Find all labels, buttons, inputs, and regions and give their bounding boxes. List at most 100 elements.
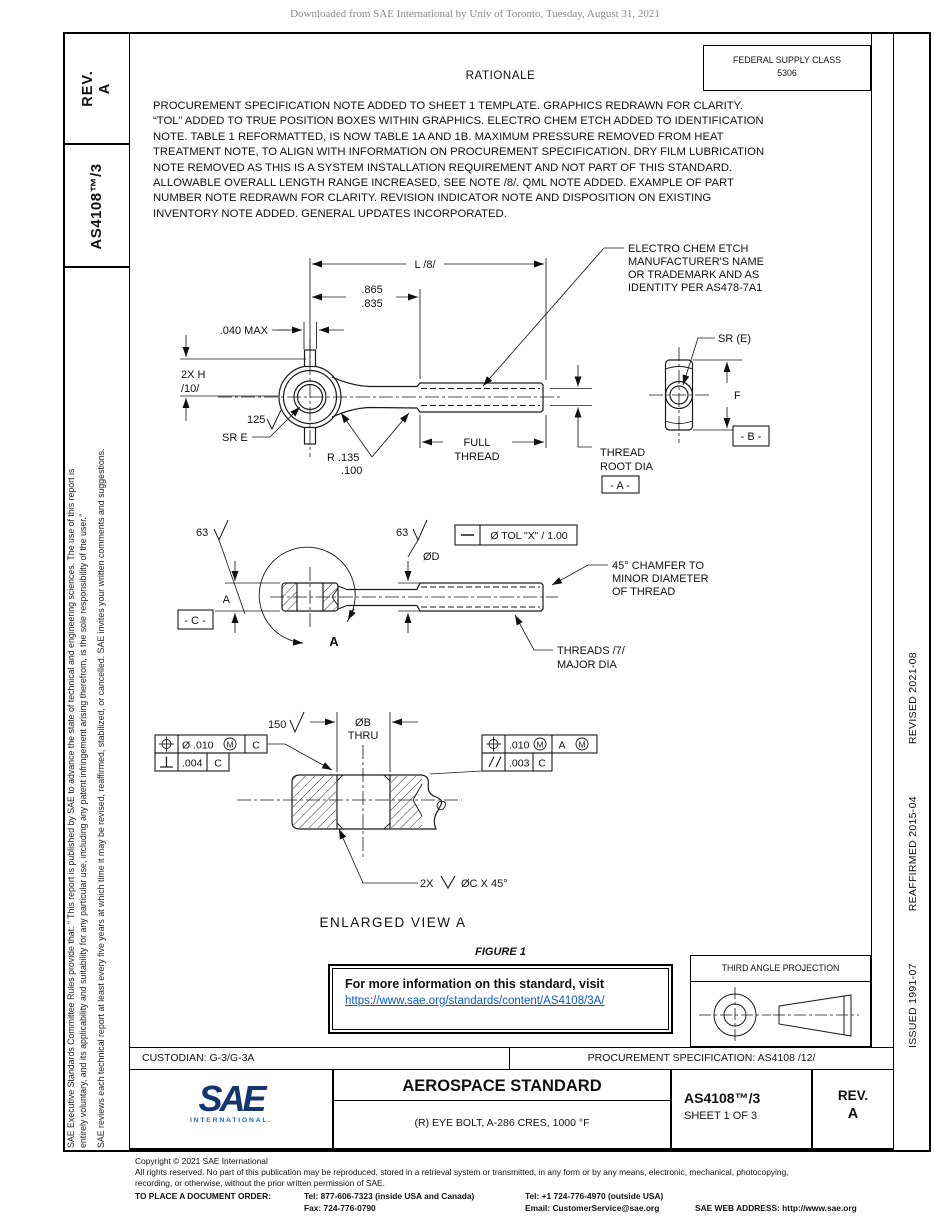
chamfer-note-3: OF THREAD: [612, 586, 675, 598]
view2-dimensions: [213, 519, 608, 651]
view3-dimensions: [267, 711, 483, 890]
left-margin-divider: [129, 32, 130, 1152]
procurement-cell: PROCUREMENT SPECIFICATION: AS4108 /12/: [587, 1052, 816, 1064]
radius-100: .100: [341, 465, 362, 477]
figure-1-drawing: L /8/ .865 .835 .040 MAX 2X H /10/ 125 S…: [154, 243, 770, 930]
rev-value: A: [96, 82, 113, 95]
view3-enlarged: [291, 774, 446, 830]
fcf-perpendicularity: .004 C: [154, 752, 230, 772]
finish-63-right: 63: [396, 527, 408, 539]
view-a-arrow-label: A: [329, 634, 339, 649]
dim-865: .865: [361, 284, 382, 296]
fcf-pos-r-value: .010: [509, 740, 530, 752]
sr-e-label: SR E: [222, 432, 248, 444]
fsc-label: FEDERAL SUPPLY CLASS: [733, 55, 841, 65]
standard-link[interactable]: https://www.sae.org/standards/content/AS…: [345, 995, 605, 1007]
chamfer-v-icon: [440, 875, 456, 890]
fcf-pos-l-datum: C: [252, 740, 260, 752]
issued-date: ISSUED 1991-07: [907, 963, 919, 1048]
ece-note-2: MANUFACTURER'S NAME: [628, 256, 764, 268]
fcf-pos-r-datum: A: [558, 740, 565, 752]
dim-835: .835: [361, 298, 382, 310]
doc-number-vertical: AS4108™/3: [88, 163, 105, 250]
document-type-title: AEROSPACE STANDARD: [334, 1070, 670, 1101]
doc-number-box: AS4108™/3: [63, 145, 130, 268]
tel-us: Tel: 877-606-7323 (inside USA and Canada…: [304, 1191, 475, 1201]
dim-2xh: 2X H: [181, 369, 206, 381]
datum-b-box: - B -: [732, 425, 770, 447]
sae-logo-text: SAE: [198, 1078, 266, 1119]
fcf-perp-value: .004: [182, 758, 203, 770]
figure-caption: FIGURE 1: [475, 946, 526, 958]
dim-a: A: [223, 594, 231, 606]
parallelism-icon: [488, 756, 502, 768]
rationale-body: PROCUREMENT SPECIFICATION NOTE ADDED TO …: [153, 100, 765, 220]
rev-box: REV. A: [63, 32, 130, 145]
callout-oc-45: ØC X 45°: [461, 878, 508, 890]
info-text: For more information on this standard, v…: [345, 977, 605, 991]
view2-labels: 63 63 A ØD A 45° CHAMFER TO MINOR DIAMET…: [196, 527, 709, 671]
perpendicularity-icon: [160, 756, 173, 768]
position-symbol-icon: [159, 736, 174, 752]
position-symbol-icon: [486, 736, 501, 752]
dia-d: ØD: [423, 551, 440, 563]
revised-date: REVISED 2021-08: [907, 652, 919, 745]
document-subtitle: (R) EYE BOLT, A-286 CRES, 1000 °F: [414, 1117, 590, 1129]
end-view-dimensions: [682, 337, 742, 431]
tel-intl: Tel: +1 724-776-4970 (outside USA): [525, 1191, 664, 1201]
dim-2xh-note: /10/: [181, 383, 200, 395]
title-rev-value: A: [847, 1106, 859, 1122]
sheet-number: SHEET 1 OF 3: [684, 1110, 758, 1122]
order-label: TO PLACE A DOCUMENT ORDER:: [135, 1191, 272, 1201]
ece-note-1: ELECTRO CHEM ETCH: [628, 243, 748, 255]
dia-b: ØB: [355, 717, 371, 729]
finish-150: 150: [268, 719, 286, 731]
ece-note-3: OR TRADEMARK AND AS: [628, 269, 759, 281]
fcf-perp-datum: C: [214, 758, 222, 770]
callout-2x: 2X: [420, 878, 434, 890]
fcf-position-right: .010 M A M: [481, 734, 598, 754]
view2-section: [258, 546, 544, 646]
rationale-title: RATIONALE: [465, 70, 536, 82]
chamfer-note-1: 45° CHAMFER TO: [612, 560, 704, 572]
thread-root-2: ROOT DIA: [600, 461, 654, 473]
rights-line-1: All rights reserved. No part of this pub…: [135, 1167, 789, 1177]
title-doc-number: AS4108™/3: [684, 1090, 761, 1106]
end-view-centerlines: [649, 347, 709, 443]
sheet-border: [63, 32, 931, 1152]
straightness-fcf: Ø TOL "X" / 1.00: [454, 524, 578, 546]
fcf-pos-l-modifier: M: [226, 740, 233, 750]
fcf-par-datum: C: [538, 758, 546, 770]
dim-f: F: [734, 390, 741, 402]
full-thread-1: FULL: [464, 437, 491, 449]
fcf-position-left: Ø .010 M C: [154, 734, 268, 754]
view2-centerlines: [270, 567, 558, 629]
email: Email: CustomerService@sae.org: [525, 1203, 660, 1213]
rev-label: REV.: [79, 70, 96, 107]
finish-125: 125: [247, 414, 265, 426]
view3-centerlines: [237, 745, 462, 857]
federal-supply-class-box: FEDERAL SUPPLY CLASS 5306: [703, 45, 871, 91]
threads-note-1: THREADS /7/: [557, 645, 626, 657]
third-angle-projection-icon: [699, 987, 859, 1043]
datum-b-label: - B -: [741, 431, 762, 443]
datum-a-box: - A -: [601, 475, 640, 494]
rights-line-2: recording, or otherwise, without the pri…: [135, 1178, 385, 1188]
view1-dimensions: [180, 247, 624, 458]
legal-line-1: SAE Executive Standards Committee Rules …: [66, 468, 76, 1148]
download-watermark: Downloaded from SAE International by Uni…: [290, 8, 660, 20]
reaffirmed-date: REAFFIRMED 2015-04: [907, 796, 919, 912]
copyright-line: Copyright © 2021 SAE International: [135, 1156, 268, 1166]
straightness-value: Ø TOL "X" / 1.00: [490, 530, 567, 542]
dia-b-thru: THRU: [348, 730, 379, 742]
fcf-pos-r-modifier-2: M: [578, 740, 585, 750]
threads-note-2: MAJOR DIA: [557, 659, 618, 671]
chamfer-note-2: MINOR DIAMETER: [612, 573, 709, 585]
legal-line-2: entirely voluntary, and its applicabilit…: [77, 513, 88, 1148]
datum-a-label: - A -: [610, 480, 630, 492]
fcf-par-value: .003: [509, 758, 530, 770]
third-angle-projection-box: THIRD ANGLE PROJECTION: [690, 955, 871, 1047]
legal-margin-text: SAE Executive Standards Committee Rules …: [66, 272, 129, 1148]
finish-63-left: 63: [196, 527, 208, 539]
sae-logo-subtext: INTERNATIONAL.: [189, 1117, 273, 1124]
